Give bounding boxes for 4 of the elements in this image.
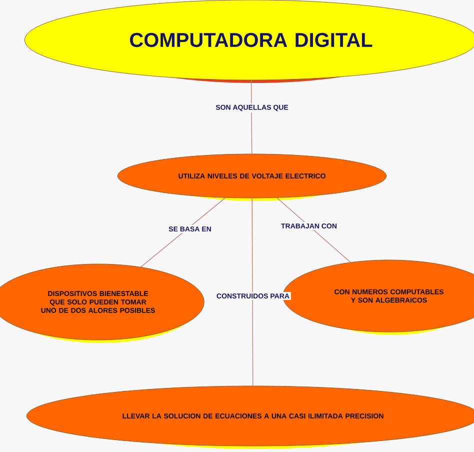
connector-line bbox=[276, 198, 351, 263]
connector-line bbox=[250, 80, 252, 154]
connector-line bbox=[140, 197, 226, 268]
connector-line bbox=[252, 198, 254, 386]
